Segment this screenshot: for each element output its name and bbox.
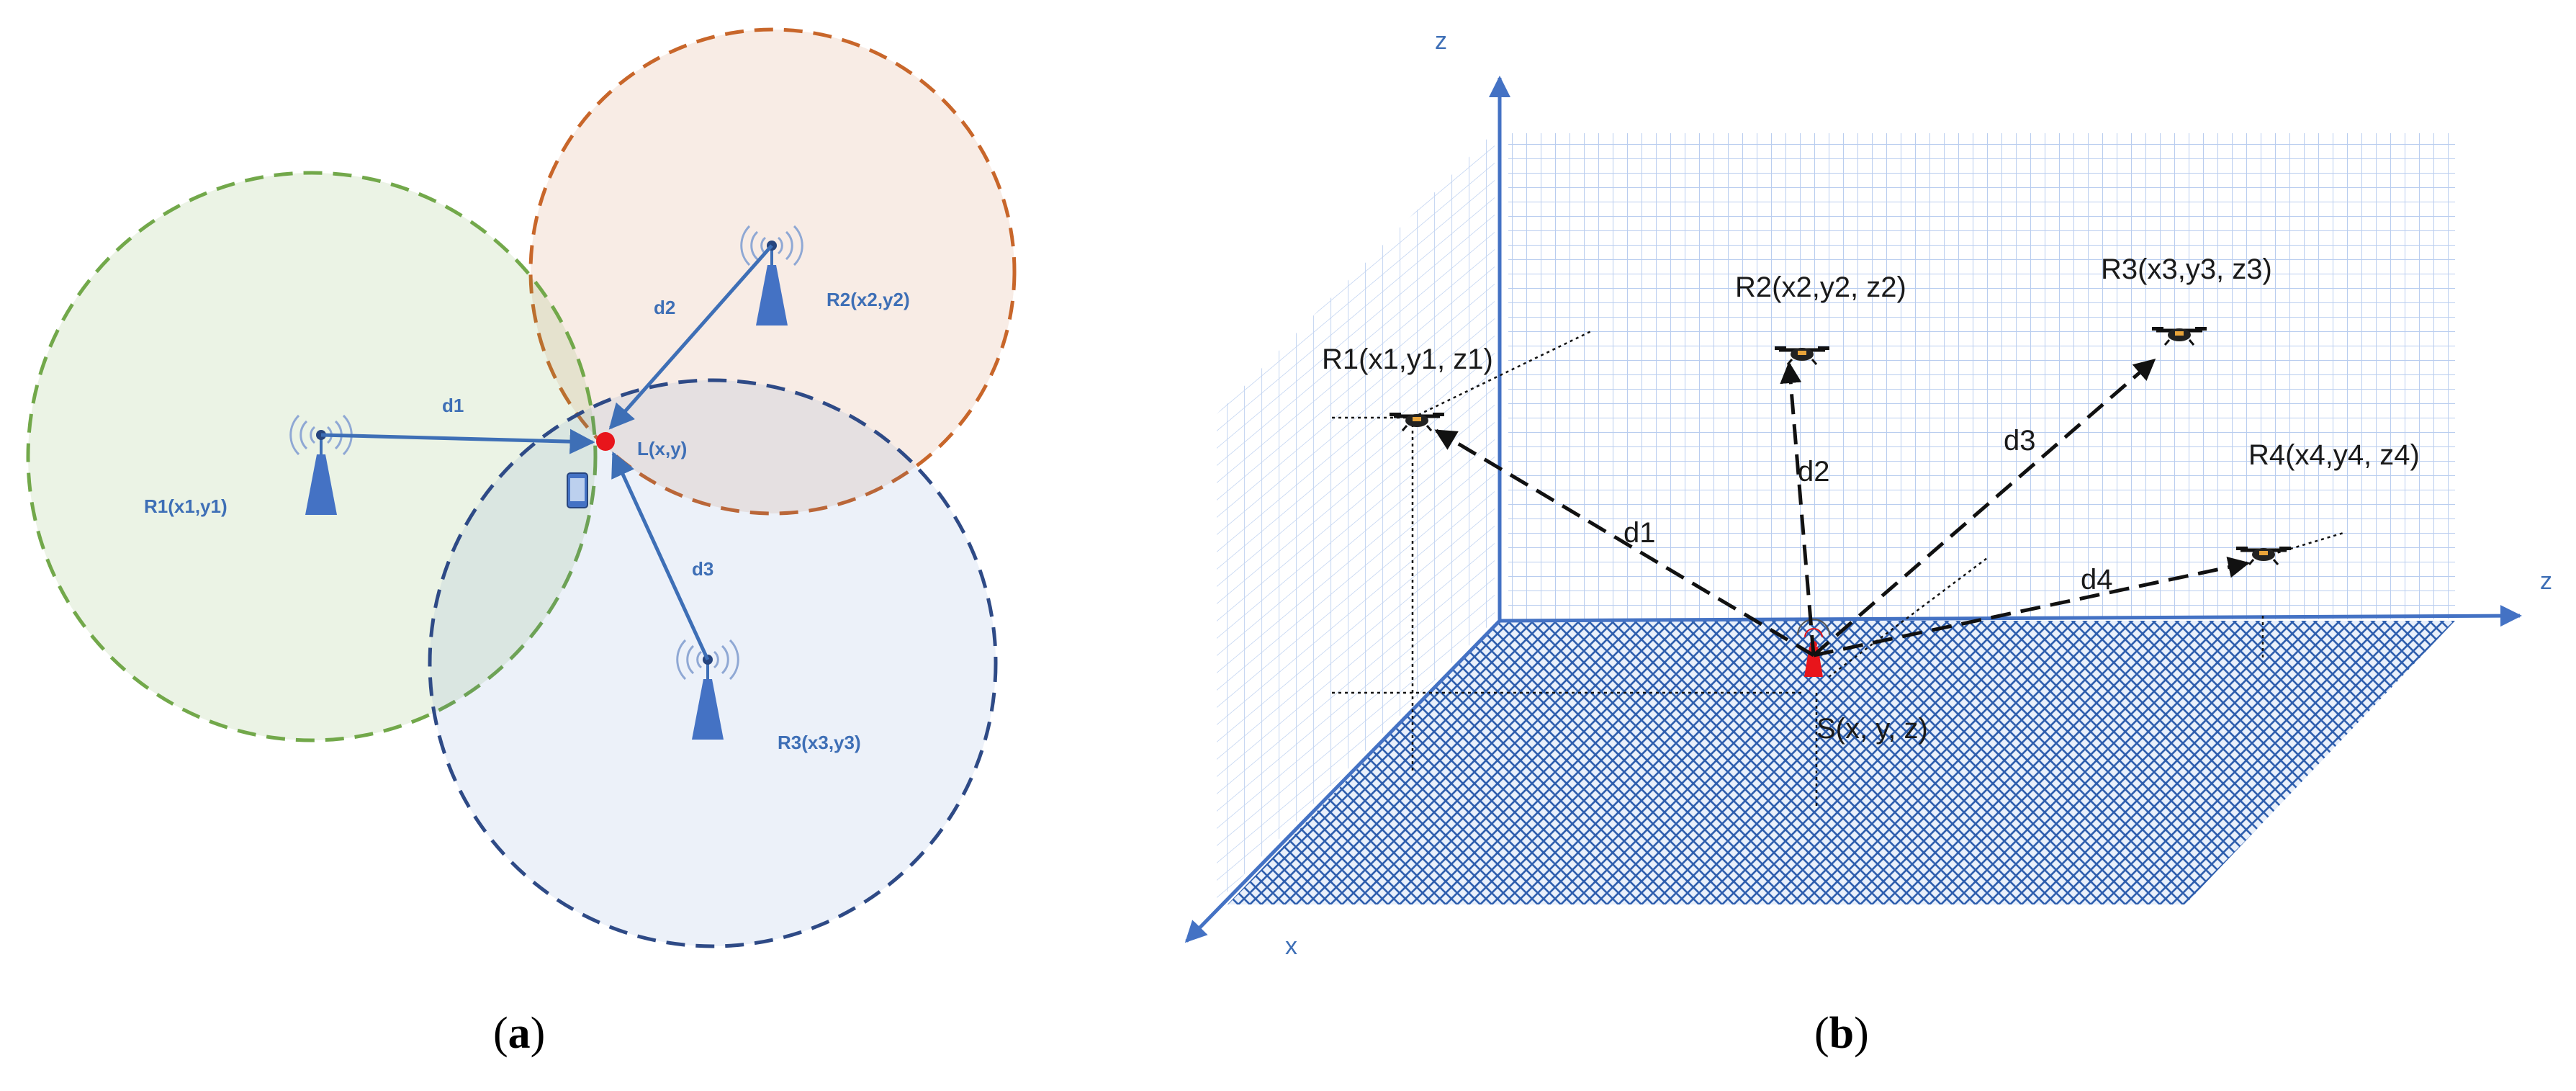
drone-label-r2: R2(x2,y2, z2) [1735, 271, 1906, 303]
caption-a: (a) [493, 1009, 546, 1058]
side-wall-grid [1217, 131, 1495, 902]
mobile-phone-icon [567, 472, 588, 508]
drone-label-r3: R3(x3,y3, z3) [2101, 253, 2272, 285]
axis-horizontal [1499, 605, 2522, 627]
distance-label-d4: d4 [2081, 564, 2113, 596]
source-label: S(x, y, z) [1816, 713, 1928, 745]
caption-b: (b) [1814, 1009, 1869, 1058]
receiver-label-r1: R1(x1,y1) [144, 495, 228, 517]
distance-arrow-d1 [1434, 428, 1815, 657]
drone-label-r1: R1(x1,y1, z1) [1322, 344, 1493, 375]
receiver-label-r2: R2(x2,y2) [827, 289, 910, 310]
distance-arrow-d3 [611, 451, 710, 661]
coverage-circle-r1 [26, 171, 598, 742]
axis-label-depth: x [1285, 933, 1297, 960]
target-label: L(x,y) [637, 438, 687, 459]
panel-b: z z x [1184, 27, 2552, 960]
axis-depth [1184, 619, 1501, 943]
axis-label-horizontal: z [2540, 567, 2552, 595]
distance-label-d3: d3 [2004, 425, 2036, 457]
axis-label-vertical: z [1435, 27, 1447, 55]
distance-arrow-d2 [1780, 362, 1816, 656]
distance-label-d2: d2 [654, 297, 675, 318]
floor-mesh [1228, 621, 2455, 904]
distance-label-d2: d2 [1798, 456, 1830, 488]
distance-label-d1: d1 [442, 395, 464, 416]
receiver-label-r3: R3(x3,y3) [778, 732, 861, 753]
distance-arrow-d2 [608, 244, 773, 430]
target-point [596, 432, 615, 451]
drone-label-r4: R4(x4,y4, z4) [2248, 439, 2420, 471]
panel-a: d1 d2 d3 R1(x1,y1) R2(x2,y2) R3(x3,y3) L… [26, 27, 1017, 948]
distance-arrow-d3 [1812, 359, 2156, 657]
distance-label-d3: d3 [692, 558, 713, 580]
coverage-circle-r3 [428, 378, 998, 948]
distance-label-d1: d1 [1623, 517, 1656, 549]
back-wall-grid [1508, 133, 2455, 619]
distance-arrow-d1 [320, 428, 595, 454]
distance-arrow-d4 [1813, 556, 2250, 657]
